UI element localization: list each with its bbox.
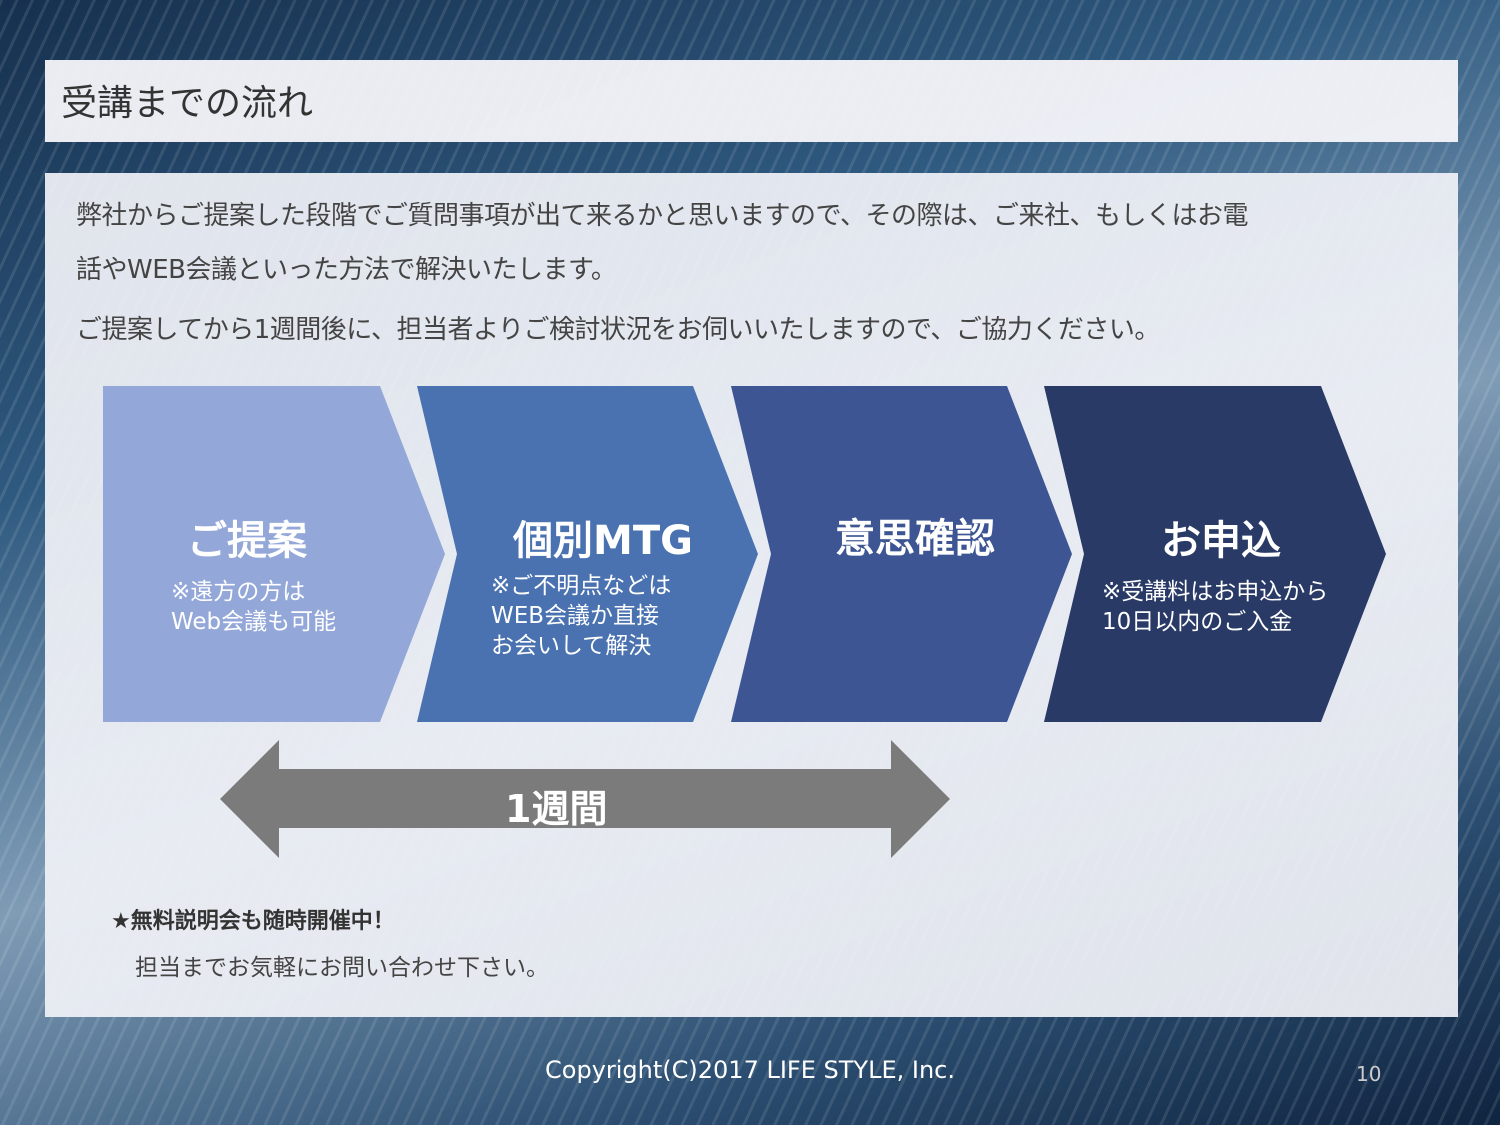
page-number: 10 (1356, 1062, 1382, 1086)
copyright: Copyright(C)2017 LIFE STYLE, Inc. (545, 1056, 955, 1084)
content-panel: 弊社からご提案した段階でご質問事項が出て来るかと思いますので、その際は、ご来社、… (45, 173, 1458, 1017)
slide-title: 受講までの流れ (61, 83, 314, 124)
step-chevron-1 (103, 386, 445, 722)
duration-double-arrow (220, 740, 950, 858)
step-title-4: お申込 (1161, 518, 1281, 564)
step-title-2: 個別MTG (513, 518, 693, 564)
title-bar: 受講までの流れ (45, 60, 1458, 142)
flow-diagram (103, 386, 1386, 858)
step-title-3: 意思確認 (835, 516, 995, 562)
duration-label: 1週間 (505, 787, 608, 831)
step-chevron-2 (417, 386, 758, 722)
notice-body: 担当までお気軽にお問い合わせ下さい。 (135, 955, 549, 981)
step-chevron-4 (1044, 386, 1386, 722)
intro-line-2: 話やWEB会議といった方法で解決いたします。 (76, 255, 617, 285)
notice-title: ★無料説明会も随時開催中！ (111, 909, 395, 934)
intro-line-3: ご提案してから1週間後に、担当者よりご検討状況をお伺いいたしますので、ご協力くだ… (76, 315, 1160, 345)
step-chevron-3 (731, 386, 1072, 722)
intro-line-1: 弊社からご提案した段階でご質問事項が出て来るかと思いますので、その際は、ご来社、… (76, 201, 1248, 231)
step-title-1: ご提案 (187, 518, 307, 564)
